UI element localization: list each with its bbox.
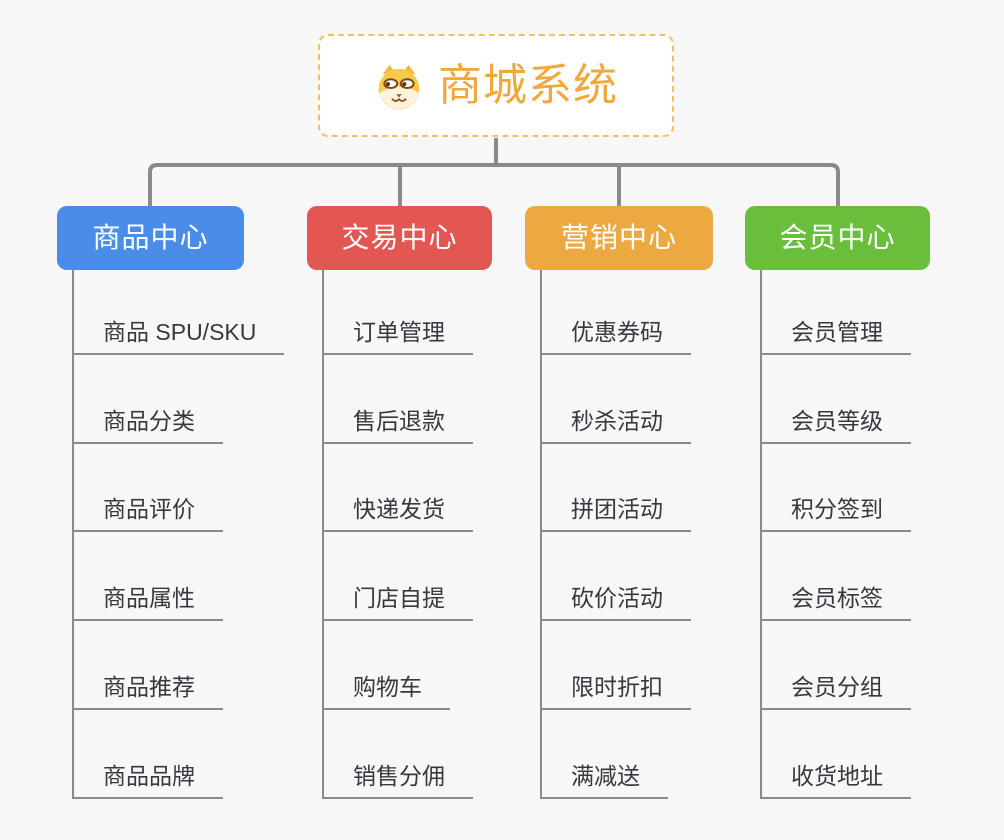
leaf-node[interactable]: 商品分类 <box>73 406 223 444</box>
branch-node-product-center[interactable]: 商品中心 <box>57 206 244 270</box>
leaf-node[interactable]: 砍价活动 <box>541 583 691 621</box>
leaf-node[interactable]: 销售分佣 <box>323 761 473 799</box>
leaf-node[interactable]: 商品评价 <box>73 494 223 532</box>
leaf-node[interactable]: 秒杀活动 <box>541 406 691 444</box>
leaf-node[interactable]: 会员等级 <box>761 406 911 444</box>
branch-rail-line <box>148 163 840 206</box>
leaf-node[interactable]: 优惠券码 <box>541 317 691 355</box>
leaf-node[interactable]: 门店自提 <box>323 583 473 621</box>
branch-label: 交易中心 <box>341 222 458 253</box>
branch-node-trade-center[interactable]: 交易中心 <box>307 206 492 270</box>
branch-label: 营销中心 <box>560 222 677 253</box>
shiba-dog-icon <box>374 61 424 111</box>
leaf-node[interactable]: 快递发货 <box>323 494 473 532</box>
leaf-node[interactable]: 商品 SPU/SKU <box>73 317 285 355</box>
leaf-node[interactable]: 会员标签 <box>761 583 911 621</box>
leaf-node[interactable]: 购物车 <box>323 672 450 710</box>
leaf-node[interactable]: 售后退款 <box>323 406 473 444</box>
branch-label: 商品中心 <box>92 222 209 253</box>
root-node[interactable]: 商城系统 <box>318 34 674 137</box>
leaf-node[interactable]: 积分签到 <box>761 494 911 532</box>
leaf-node[interactable]: 商品推荐 <box>73 672 223 710</box>
leaf-node[interactable]: 会员分组 <box>761 672 911 710</box>
leaf-node[interactable]: 商品属性 <box>73 583 223 621</box>
branch-node-marketing-center[interactable]: 营销中心 <box>525 206 713 270</box>
branch-node-member-center[interactable]: 会员中心 <box>745 206 930 270</box>
leaf-node[interactable]: 商品品牌 <box>73 761 223 799</box>
leaf-node[interactable]: 拼团活动 <box>541 494 691 532</box>
leaf-node[interactable]: 订单管理 <box>323 317 473 355</box>
branch-label: 会员中心 <box>779 222 896 253</box>
leaf-node[interactable]: 会员管理 <box>761 317 911 355</box>
leaf-node[interactable]: 限时折扣 <box>541 672 691 710</box>
root-title: 商城系统 <box>438 60 618 110</box>
leaf-node[interactable]: 满减送 <box>541 761 668 799</box>
leaf-node[interactable]: 收货地址 <box>761 761 911 799</box>
